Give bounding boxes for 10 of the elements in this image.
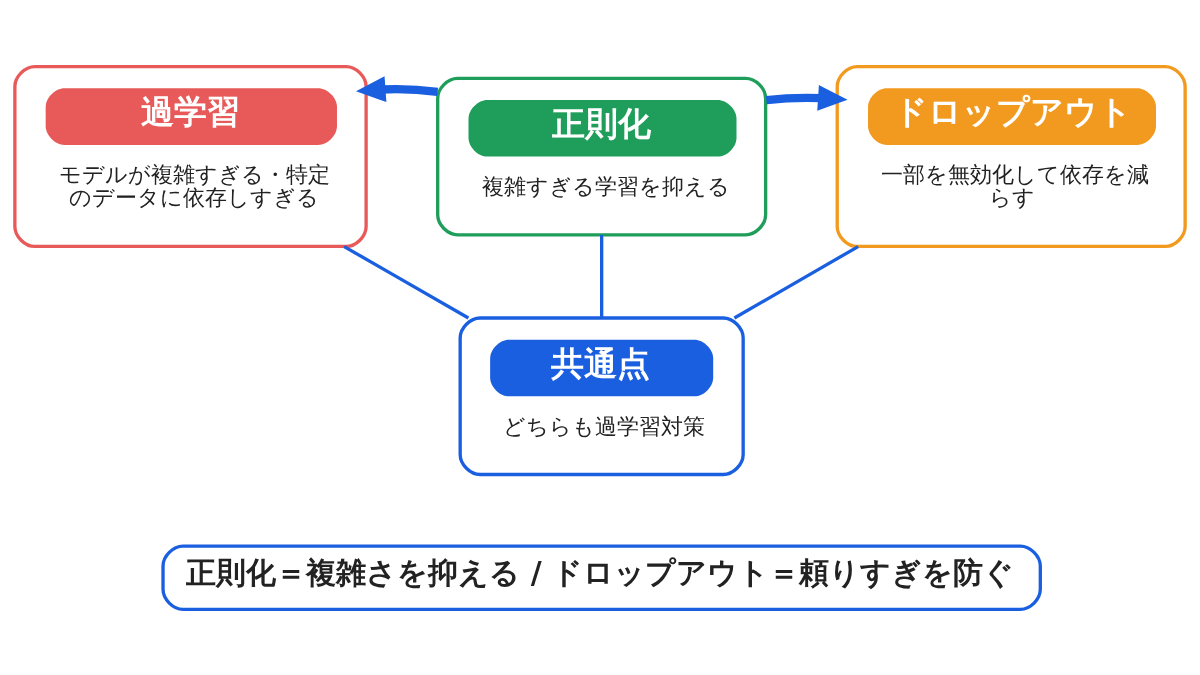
connector xyxy=(343,244,470,319)
arrow xyxy=(356,75,439,102)
node-box: 正則化＝複雑さを抑える / ドロップアウト＝頼りすぎを防ぐ xyxy=(161,543,1042,611)
arrow xyxy=(766,84,848,111)
node-box: 過学習 モデルが複雑すぎる・特定のデータに依存しすぎる xyxy=(13,64,368,248)
node-box: 正則化 複雑すぎる学習を抑える xyxy=(436,76,768,236)
node-box: 共通点 どちらも過学習対策 xyxy=(458,315,745,476)
node-box: ドロップアウト 一部を無効化して依存を減らす xyxy=(835,64,1187,248)
connector xyxy=(600,234,604,317)
connector xyxy=(733,244,859,319)
